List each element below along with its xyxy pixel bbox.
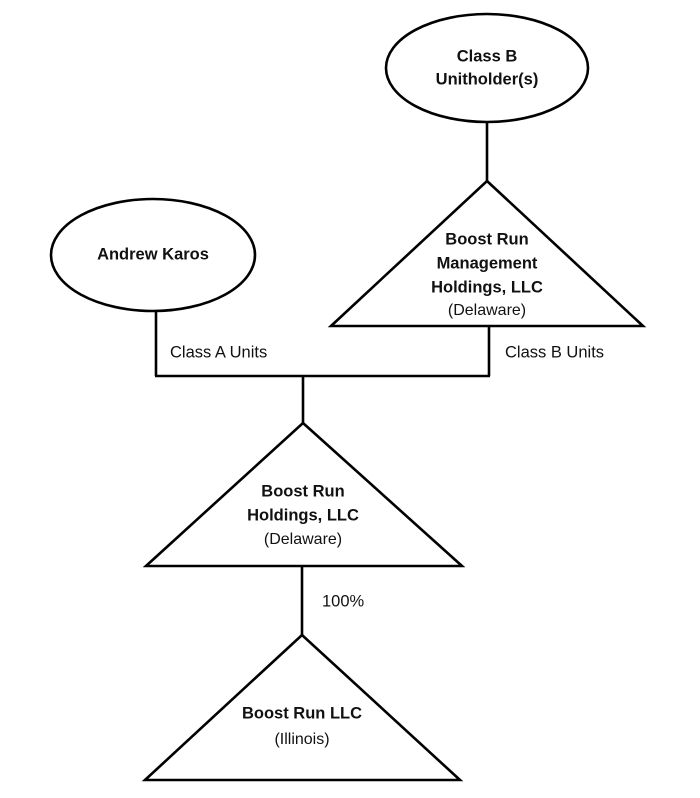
node-boost-run-llc[interactable]: Boost Run LLC (Illinois)	[141, 633, 464, 782]
node-boost-run-management-holdings[interactable]: Boost Run Management Holdings, LLC (Dela…	[327, 179, 647, 328]
class-b-unitholder-label-line1: Class B	[457, 47, 518, 65]
management-holdings-triangle	[327, 179, 647, 328]
management-holdings-label-line1: Boost Run	[445, 230, 528, 248]
node-class-b-unitholder[interactable]: Class B Unitholder(s)	[384, 12, 590, 124]
class-b-unitholder-label-line2: Unitholder(s)	[436, 70, 539, 88]
edge-label-class-a-units: Class A Units	[170, 343, 267, 361]
boost-run-holdings-label-line2: Holdings, LLC	[247, 506, 359, 524]
boost-run-llc-jurisdiction: (Illinois)	[274, 731, 329, 748]
boost-run-holdings-jurisdiction: (Delaware)	[264, 531, 342, 548]
node-boost-run-holdings[interactable]: Boost Run Holdings, LLC (Delaware)	[142, 421, 466, 568]
class-b-unitholder-ellipse	[384, 12, 590, 124]
boost-run-llc-label: Boost Run LLC	[242, 704, 362, 722]
boost-run-holdings-label-line1: Boost Run	[261, 482, 344, 500]
management-holdings-label-line3: Holdings, LLC	[431, 278, 543, 296]
andrew-karos-label: Andrew Karos	[97, 245, 209, 263]
boost-run-holdings-triangle	[142, 421, 466, 568]
edge-label-ownership-percent: 100%	[322, 592, 365, 610]
boost-run-llc-triangle	[141, 633, 464, 782]
andrew-karos-ellipse	[49, 197, 257, 313]
node-andrew-karos[interactable]: Andrew Karos	[49, 197, 257, 313]
management-holdings-jurisdiction: (Delaware)	[448, 302, 526, 319]
edge-label-class-b-units: Class B Units	[505, 343, 604, 361]
management-holdings-label-line2: Management	[437, 254, 538, 272]
